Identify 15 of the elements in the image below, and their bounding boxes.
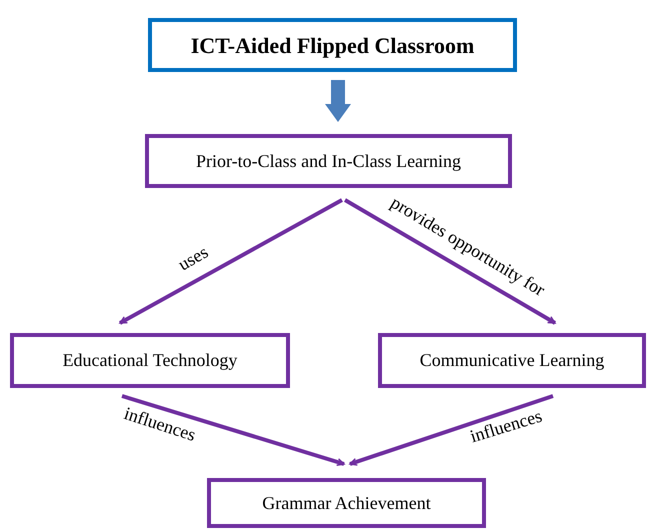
- arrow: [121, 394, 345, 466]
- box-label: Educational Technology: [62, 349, 238, 372]
- arrow: [119, 198, 343, 325]
- arrow: [349, 394, 554, 466]
- process-box: [378, 333, 646, 388]
- block-arrow: [325, 80, 351, 122]
- arrow: [344, 198, 556, 325]
- process-box: [10, 333, 290, 388]
- box-label: ICT-Aided Flipped Classroom: [190, 32, 474, 60]
- box-label: Prior-to-Class and In-Class Learning: [196, 150, 462, 173]
- box-label: Grammar Achievement: [262, 492, 431, 514]
- process-box: [148, 18, 517, 72]
- box-label: Communicative Learning: [420, 349, 604, 372]
- process-box: [145, 134, 512, 188]
- process-box: [207, 478, 486, 528]
